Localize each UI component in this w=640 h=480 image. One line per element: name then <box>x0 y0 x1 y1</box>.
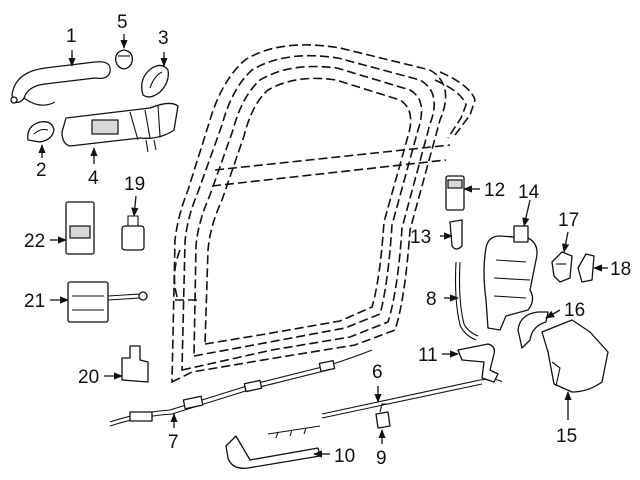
callout-8: 8 <box>426 289 437 310</box>
rod-part <box>321 378 503 419</box>
shield-part <box>517 311 549 349</box>
callout-21: 21 <box>24 291 45 312</box>
callout-22: 22 <box>24 231 45 252</box>
striker-part <box>551 251 573 283</box>
callout-7: 7 <box>168 432 179 453</box>
grommet-part <box>115 49 133 70</box>
striker-plate-part <box>577 253 595 283</box>
callout-leaders <box>38 34 608 458</box>
callout-20: 20 <box>78 367 99 388</box>
callout-1: 1 <box>66 26 77 47</box>
callout-11: 11 <box>418 345 438 366</box>
callout-10: 10 <box>334 446 355 467</box>
rod-clip-part <box>449 219 463 250</box>
callout-6: 6 <box>372 362 383 383</box>
clip-part <box>375 403 391 429</box>
callout-16: 16 <box>564 300 585 321</box>
outside-handle-part <box>10 61 111 106</box>
callout-9: 9 <box>376 448 387 469</box>
latch-part <box>483 225 538 331</box>
callout-numbers: 1 2 3 4 5 6 7 8 9 10 11 12 13 14 15 16 1… <box>24 12 631 469</box>
callout-5: 5 <box>117 12 128 33</box>
handle-cap-part <box>27 121 55 143</box>
handle-seal-part <box>141 64 169 98</box>
bracket-part <box>457 343 499 383</box>
latch-cover-part <box>541 319 609 393</box>
callout-18: 18 <box>610 259 631 280</box>
bumper-part <box>121 215 145 251</box>
cable-part <box>109 349 373 427</box>
actuator-part <box>225 425 321 469</box>
callout-12: 12 <box>484 180 505 201</box>
door-frame-outline <box>171 44 476 384</box>
check-link-part <box>67 281 148 323</box>
callout-15: 15 <box>556 426 577 447</box>
link-rod-part <box>454 261 479 341</box>
handle-bracket-part <box>61 102 179 153</box>
callout-13: 13 <box>410 227 431 248</box>
upper-hinge-part <box>65 201 95 255</box>
hinge-part <box>121 345 149 383</box>
callout-2: 2 <box>36 160 47 181</box>
callout-19: 19 <box>124 174 145 195</box>
callout-14: 14 <box>518 182 540 203</box>
lock-cylinder-part <box>445 175 465 211</box>
callout-3: 3 <box>158 28 169 49</box>
callout-17: 17 <box>558 210 579 231</box>
callout-4: 4 <box>88 168 99 189</box>
